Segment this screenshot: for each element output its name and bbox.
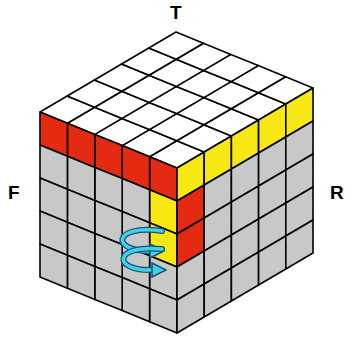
front-sticker — [67, 255, 94, 299]
face-label: F — [8, 183, 20, 202]
face-label: T — [170, 3, 182, 22]
top-sticker — [149, 32, 204, 59]
right-sticker — [259, 236, 286, 285]
front-sticker — [122, 278, 149, 322]
move-arrows — [122, 230, 166, 277]
arrow-head — [152, 263, 166, 277]
face-label: R — [330, 183, 344, 202]
right-sticker — [286, 220, 313, 269]
front-sticker — [40, 244, 67, 288]
right-sticker — [231, 252, 258, 301]
front-sticker — [95, 266, 122, 310]
front-sticker — [150, 289, 177, 333]
right-sticker — [177, 284, 204, 333]
right-sticker — [204, 268, 231, 317]
